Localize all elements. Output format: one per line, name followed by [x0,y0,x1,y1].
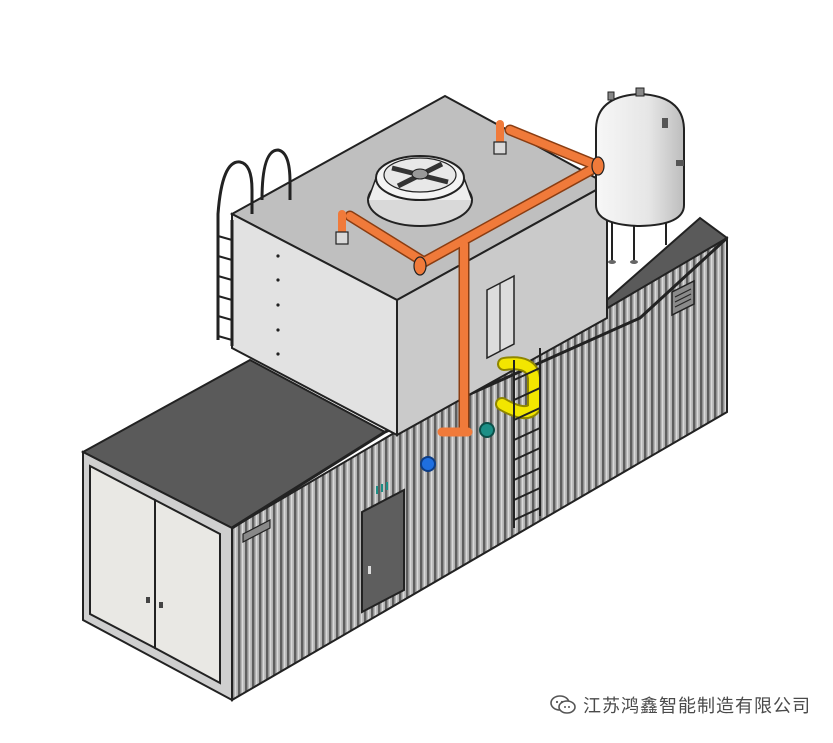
end-double-door [89,464,221,685]
watermark-text: 江苏鸿鑫智能制造有限公司 [583,696,811,717]
blue-valve [420,456,436,472]
watermark: 江苏鸿鑫智能制造有限公司 [549,692,811,718]
side-access-door [361,482,405,614]
pipe-fittings [335,141,605,276]
side-ladder [513,348,541,528]
tower-ladder [216,148,292,346]
fan-unit [367,155,473,227]
yellow-pipe [495,356,541,420]
orange-pipe-network [338,120,604,437]
wall-vent [242,279,695,543]
teal-valve [479,422,495,438]
wechat-icon [550,695,576,714]
pressure-tank [595,87,685,264]
